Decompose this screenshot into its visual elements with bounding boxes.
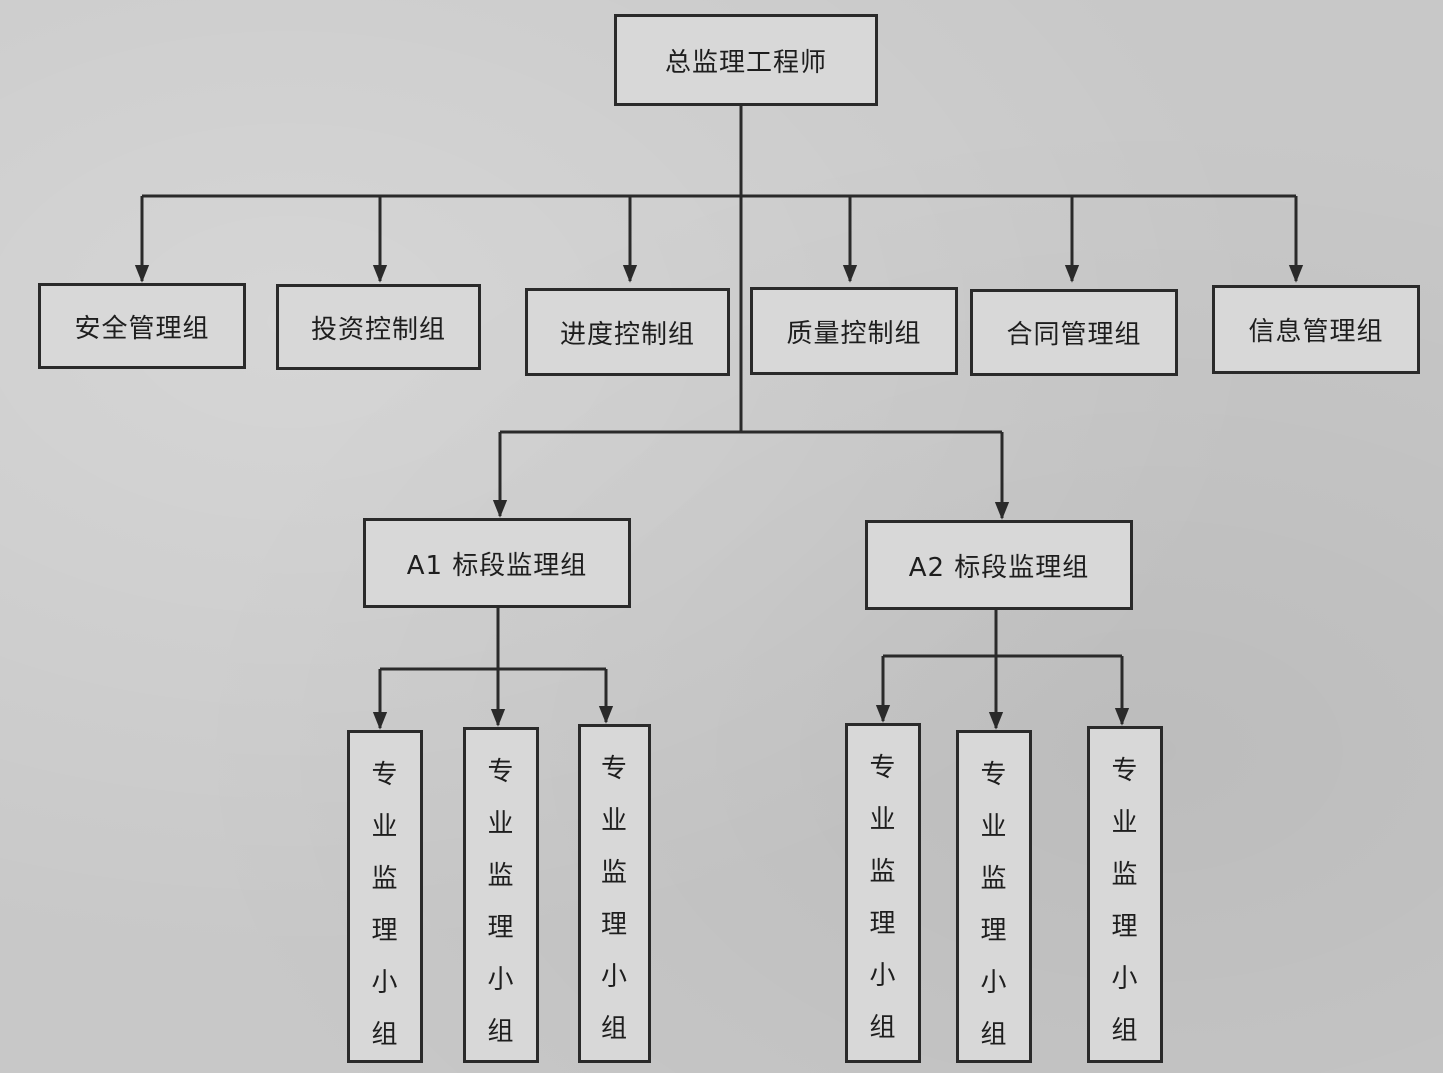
section-node-a2: A2 标段监理组 xyxy=(865,520,1133,610)
team-label-char: 监 xyxy=(1111,860,1139,890)
section-label: A2 标段监理组 xyxy=(908,552,1090,583)
team-node: 专业监理小组 xyxy=(578,724,651,1063)
team-label-char: 业 xyxy=(869,805,897,835)
team-label-char: 小 xyxy=(600,962,628,992)
team-label-char: 专 xyxy=(980,760,1008,790)
team-label-char: 监 xyxy=(487,861,515,891)
group-node-schedule: 进度控制组 xyxy=(525,288,730,376)
team-label-char: 监 xyxy=(980,864,1008,894)
team-label-char: 小 xyxy=(371,968,399,998)
group-node-information: 信息管理组 xyxy=(1212,285,1420,374)
root-label: 总监理工程师 xyxy=(664,47,827,78)
team-label-char: 业 xyxy=(600,806,628,836)
team-label-char: 小 xyxy=(869,961,897,991)
team-label-char: 组 xyxy=(1111,1016,1139,1046)
team-node: 专业监理小组 xyxy=(845,723,921,1063)
team-label-char: 业 xyxy=(371,812,399,842)
group-label: 投资控制组 xyxy=(310,314,446,345)
team-label-char: 理 xyxy=(869,909,897,939)
team-label-char: 监 xyxy=(600,858,628,888)
team-label-char: 专 xyxy=(869,753,897,783)
team-label: 专业监理小组 xyxy=(869,742,896,1054)
team-label-char: 监 xyxy=(869,857,897,887)
team-node: 专业监理小组 xyxy=(956,730,1032,1063)
team-label-char: 业 xyxy=(1111,808,1139,838)
team-label-char: 组 xyxy=(600,1014,628,1044)
team-node: 专业监理小组 xyxy=(347,730,423,1063)
team-label-char: 组 xyxy=(980,1020,1008,1050)
team-label-char: 理 xyxy=(1111,912,1139,942)
team-label-char: 业 xyxy=(487,809,515,839)
group-node-contract: 合同管理组 xyxy=(970,289,1178,376)
team-label: 专业监理小组 xyxy=(371,749,398,1061)
team-label: 专业监理小组 xyxy=(601,743,628,1055)
team-label-char: 组 xyxy=(371,1020,399,1050)
section-node-a1: A1 标段监理组 xyxy=(363,518,631,608)
team-label-char: 组 xyxy=(869,1013,897,1043)
team-label-char: 专 xyxy=(487,757,515,787)
team-label-char: 专 xyxy=(1111,756,1139,786)
team-label-char: 专 xyxy=(600,754,628,784)
team-label: 专业监理小组 xyxy=(487,746,514,1058)
team-label-char: 小 xyxy=(1111,964,1139,994)
group-label: 信息管理组 xyxy=(1248,317,1384,347)
team-label-char: 监 xyxy=(371,864,399,894)
team-label: 专业监理小组 xyxy=(980,749,1007,1061)
group-label: 质量控制组 xyxy=(786,318,922,349)
team-label: 专业监理小组 xyxy=(1111,745,1138,1057)
root-node-chief-engineer: 总监理工程师 xyxy=(614,14,878,106)
group-node-quality: 质量控制组 xyxy=(750,287,958,375)
team-label-char: 组 xyxy=(487,1017,515,1047)
group-label: 进度控制组 xyxy=(559,319,695,350)
team-label-char: 理 xyxy=(487,913,515,943)
group-label: 安全管理组 xyxy=(74,313,210,344)
team-label-char: 小 xyxy=(487,965,515,995)
group-node-safety: 安全管理组 xyxy=(38,283,246,369)
team-label-char: 小 xyxy=(980,968,1008,998)
section-label: A1 标段监理组 xyxy=(406,550,588,581)
team-label-char: 理 xyxy=(371,916,399,946)
group-node-investment: 投资控制组 xyxy=(276,284,481,370)
team-node: 专业监理小组 xyxy=(1087,726,1163,1063)
team-label-char: 理 xyxy=(600,910,628,940)
team-node: 专业监理小组 xyxy=(463,727,539,1063)
team-label-char: 专 xyxy=(371,760,399,790)
team-label-char: 理 xyxy=(980,916,1008,946)
team-label-char: 业 xyxy=(980,812,1008,842)
group-label: 合同管理组 xyxy=(1006,320,1142,350)
